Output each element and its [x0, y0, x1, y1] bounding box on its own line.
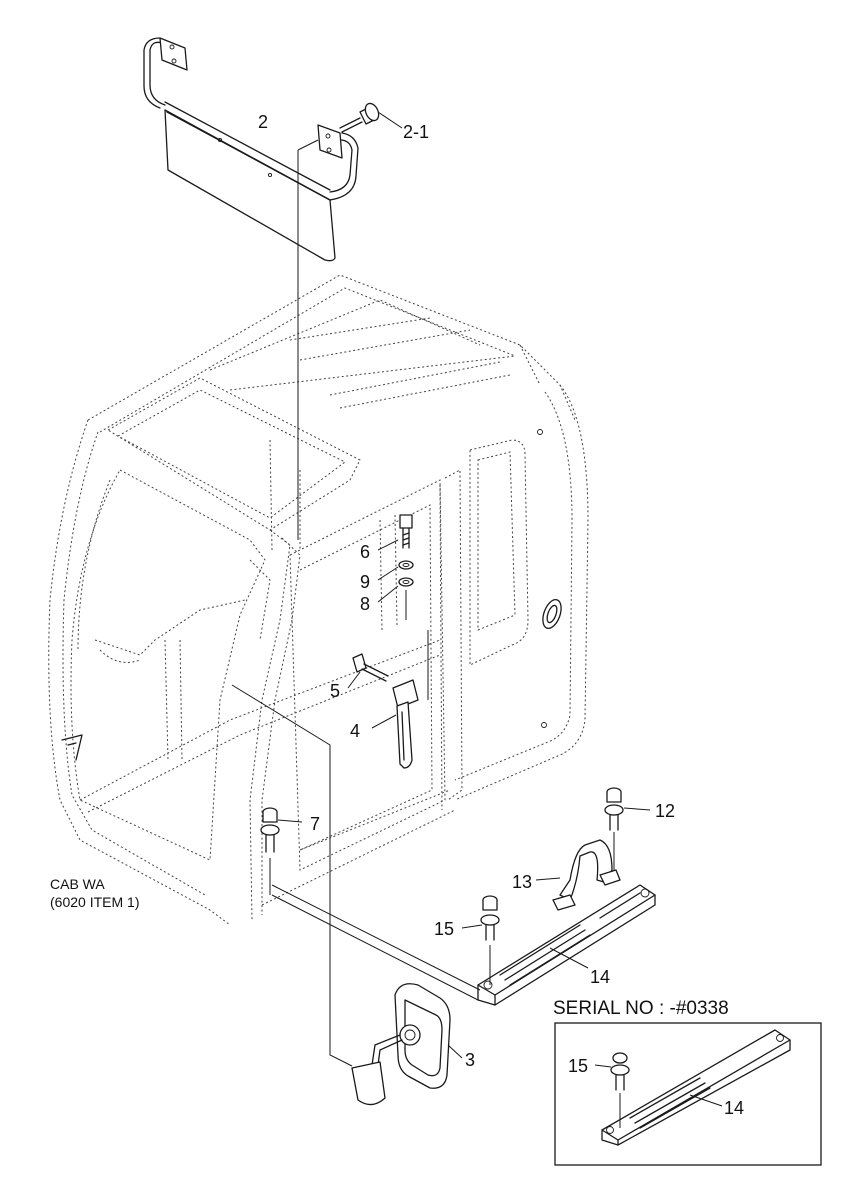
label-2-1: 2-1	[403, 122, 429, 142]
mirror-3	[351, 983, 463, 1106]
label-12: 12	[655, 801, 675, 821]
serial-inset	[554, 1022, 822, 1166]
callout-labels: 2 2-1 6 9 8 5 4 7 12 13 15 14 3 15 14	[258, 112, 744, 1118]
cab-note-line2: (6020 ITEM 1)	[50, 894, 139, 910]
label-3: 3	[465, 1050, 475, 1070]
handrail-13-bolt-12	[535, 787, 651, 911]
bolt-6-washers	[377, 514, 414, 620]
label-8: 8	[360, 594, 370, 614]
label-13: 13	[512, 872, 532, 892]
inset-label-15: 15	[568, 1056, 588, 1076]
sun-visor	[143, 37, 359, 540]
cab-note-line1: CAB WA	[50, 876, 105, 892]
label-5: 5	[330, 681, 340, 701]
bolt-7	[260, 807, 303, 895]
handle-4-bolt-5	[347, 630, 429, 769]
mirror-guide	[231, 684, 353, 1067]
step-14-bolt-15	[271, 884, 656, 1006]
label-9: 9	[360, 572, 370, 592]
label-7: 7	[310, 814, 320, 834]
label-4: 4	[350, 721, 360, 741]
screw-2-1	[339, 102, 403, 133]
label-14: 14	[590, 967, 610, 987]
notes: CAB WA (6020 ITEM 1) SERIAL NO : -#0338	[50, 876, 729, 1019]
serial-note: SERIAL NO : -#0338	[553, 998, 729, 1019]
label-6: 6	[360, 542, 370, 562]
label-15: 15	[434, 919, 454, 939]
inset-label-14: 14	[724, 1098, 744, 1118]
label-2: 2	[258, 112, 268, 132]
